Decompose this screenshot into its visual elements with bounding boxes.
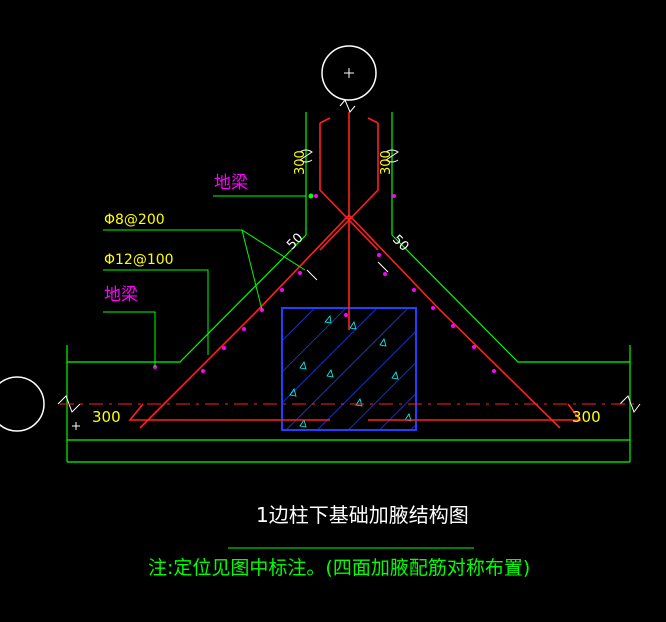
label-stirrup-spec: Φ8@200 — [104, 212, 165, 228]
axis-marker-top — [321, 45, 377, 101]
axis-marker-left — [0, 376, 45, 432]
dimension-right-300: 300 — [572, 408, 601, 426]
dimension-left-300: 300 — [92, 408, 121, 426]
label-ground-beam-top: 地梁 — [214, 173, 248, 193]
leader-lines — [103, 193, 314, 367]
drawing-title: 1边柱下基础加腋结构图 — [256, 503, 469, 527]
drawing-note: 注:定位见图中标注。(四面加腋配筋对称布置) — [148, 557, 530, 579]
rebar-group — [128, 112, 582, 429]
dim-ticks — [72, 261, 389, 430]
dimension-column-right-300: 300 — [379, 150, 394, 175]
foundation-outline — [66, 112, 631, 463]
dimension-column-left-300: 300 — [293, 150, 308, 175]
bar-dots — [153, 194, 496, 373]
label-ground-beam-left: 地梁 — [104, 285, 138, 305]
label-bar-spec: Φ12@100 — [104, 252, 174, 268]
stirrup-coils — [299, 149, 399, 163]
dimension-left-50: 50 — [284, 231, 306, 253]
